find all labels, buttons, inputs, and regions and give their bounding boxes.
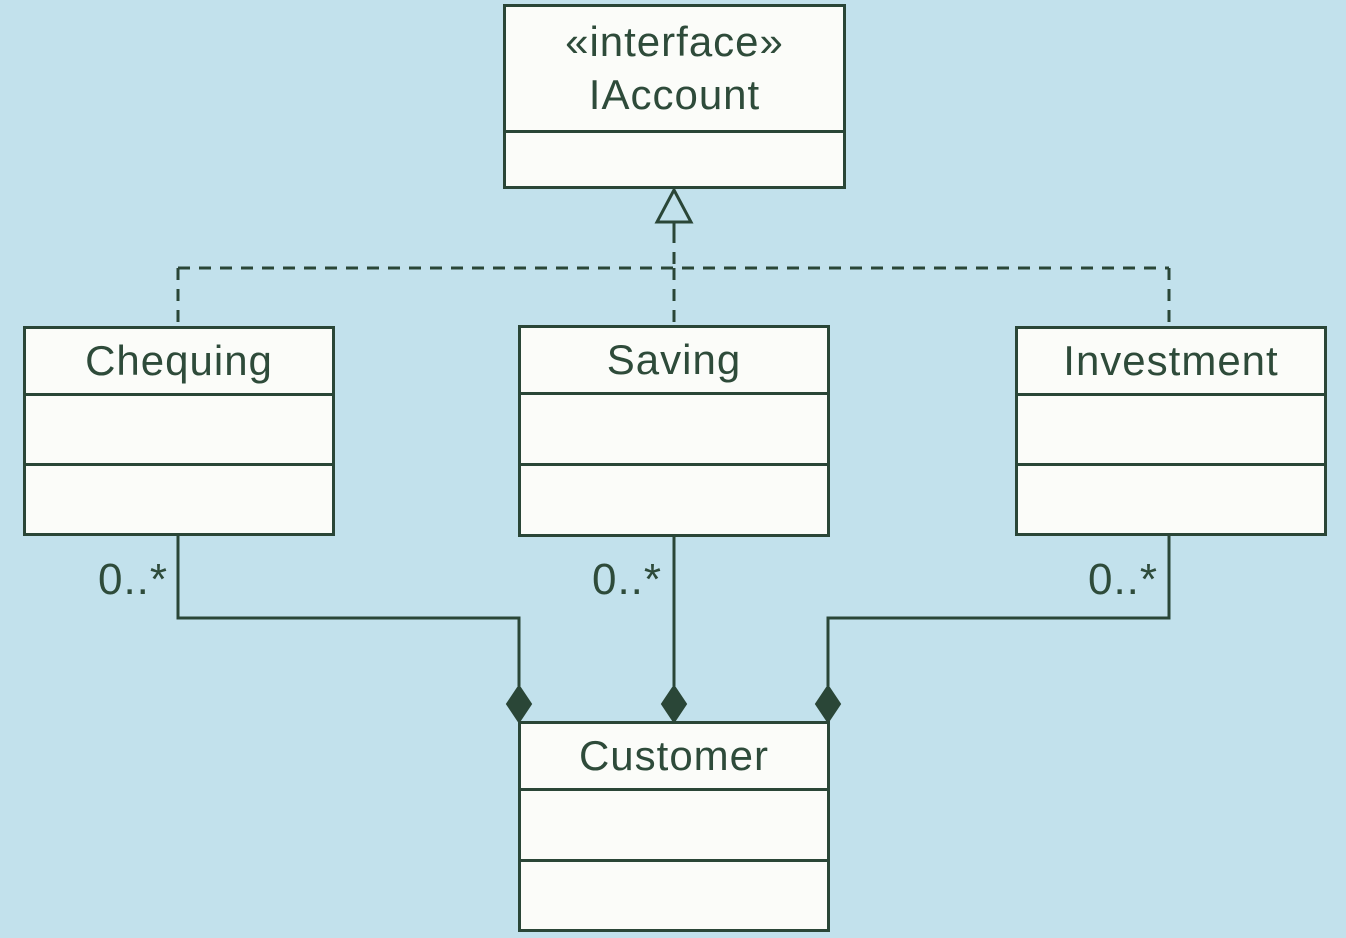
class-box-saving: Saving: [518, 325, 830, 537]
multiplicity-label-investment: 0..*: [1087, 555, 1159, 604]
operations-compartment: [26, 463, 332, 533]
attributes-compartment: [26, 393, 332, 463]
composition-line-chequing: [176, 535, 521, 686]
name-compartment: «interface» IAccount: [506, 7, 843, 130]
operations-compartment: [521, 858, 827, 930]
attributes-compartment: [1018, 393, 1324, 463]
name-compartment: Customer: [521, 724, 827, 788]
name-compartment: Investment: [1018, 329, 1324, 393]
realization-dashed-line: [176, 231, 1171, 326]
name-compartment: Saving: [521, 328, 827, 392]
operations-compartment: [521, 463, 827, 534]
multiplicity-label-saving: 0..*: [591, 555, 663, 604]
interface-name-label: IAccount: [588, 70, 761, 118]
class-name-label: Chequing: [85, 336, 273, 384]
class-box-chequing: Chequing: [23, 326, 335, 536]
stereotype-label: «interface»: [565, 18, 784, 65]
composition-diamond-icon: [505, 684, 533, 724]
class-name-label: Customer: [578, 731, 770, 779]
interface-box-iaccount: «interface» IAccount: [503, 4, 846, 189]
class-box-investment: Investment: [1015, 326, 1327, 536]
multiplicity-label-chequing: 0..*: [97, 555, 169, 604]
composition-diamond-icon: [660, 684, 688, 724]
composition-diamond-icon: [814, 684, 842, 724]
attributes-compartment: [506, 130, 843, 186]
attributes-compartment: [521, 392, 827, 463]
name-compartment: Chequing: [26, 329, 332, 393]
attributes-compartment: [521, 788, 827, 859]
realization-triangle-icon: [654, 186, 694, 224]
class-name-label: Saving: [606, 335, 742, 383]
class-name-label: Investment: [1063, 336, 1279, 384]
operations-compartment: [1018, 463, 1324, 533]
class-box-customer: Customer: [518, 721, 830, 932]
composition-line-investment: [826, 535, 1171, 686]
